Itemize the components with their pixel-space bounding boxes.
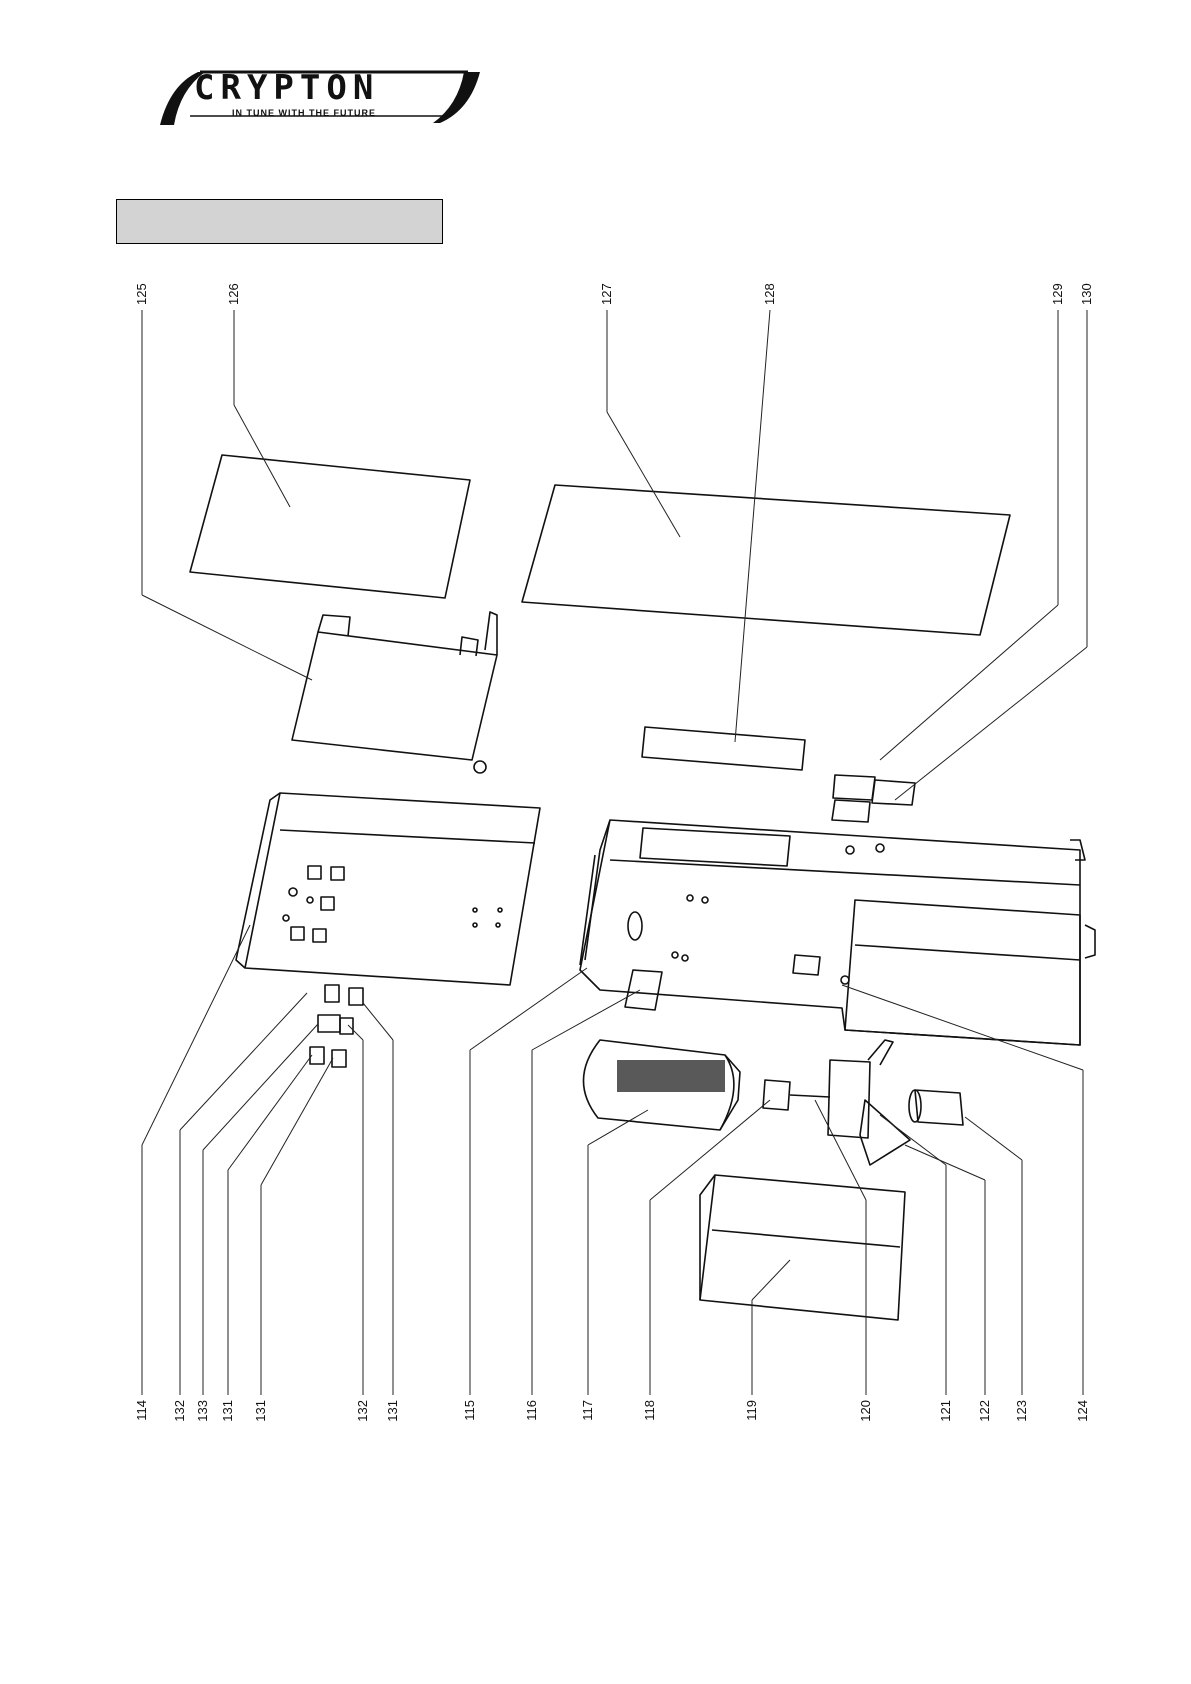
bottom-callouts: 114 132 133 131 131 132 131 115 116 117 118 119 120 1… [134,1400,1090,1422]
callout-label: 122 [977,1400,992,1422]
callout-label: 119 [744,1400,759,1421]
callout-label: 131 [220,1400,235,1422]
plate-128 [642,727,805,770]
callout-label: 128 [762,283,777,305]
callout-label: 131 [253,1400,268,1422]
callout-label: 118 [642,1400,657,1421]
callout-label: 132 [355,1400,370,1422]
callout-label: 115 [462,1400,477,1421]
callout-label: 133 [195,1400,210,1422]
callout-label: 125 [134,283,149,305]
callout-label: 129 [1050,283,1065,305]
callout-label: 131 [385,1400,400,1422]
callout-label: 117 [580,1400,595,1421]
callout-label: 126 [226,283,241,305]
panel-126 [190,455,470,598]
board-125 [292,632,497,760]
callout-label: 114 [134,1400,149,1421]
callout-label: 132 [172,1400,187,1422]
callout-label: 124 [1075,1400,1090,1422]
callout-label: 127 [599,283,614,305]
housing-119 [700,1175,905,1320]
callout-label: 130 [1079,283,1094,305]
callout-label: 121 [938,1400,953,1422]
callout-label: 123 [1014,1400,1029,1422]
panel-127 [522,485,1010,635]
box-114 [245,793,540,985]
coupling-118 [763,1080,790,1110]
pump-123 [915,1090,963,1125]
callout-label: 116 [524,1400,539,1421]
chassis-115 [580,820,1080,1045]
top-callouts: 125 126 127 128 129 130 [134,283,1094,305]
bracket-116 [625,970,662,1010]
callout-label: 120 [858,1400,873,1422]
